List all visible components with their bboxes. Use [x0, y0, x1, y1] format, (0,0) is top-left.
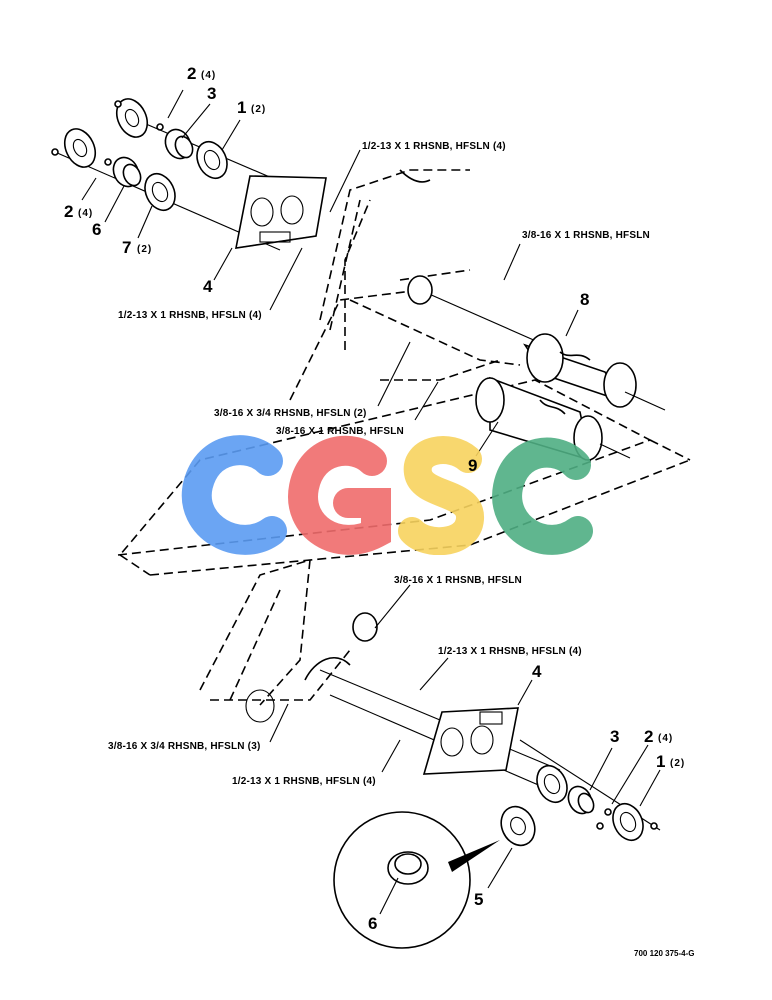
callout-7-left: 7 [122, 238, 132, 257]
callout-3-bottom: 3 [610, 727, 620, 746]
callout-3-top: 3 [207, 84, 217, 103]
callout-1-bottom-qty: (2) [670, 758, 686, 769]
hardware-label-lower-shaft-bolt: 3/8-16 X 1 RHSNB, HFSLN [394, 575, 522, 586]
hardware-label-lower-plate-bolts: 1/2-13 X 1 RHSNB, HFSLN (4) [438, 646, 582, 657]
callout-2-left: 2 [64, 202, 74, 221]
hardware-label-upper-right-bolts: 1/2-13 X 1 RHSNB, HFSLN (4) [362, 141, 506, 152]
callout-2-left-qty: (4) [78, 208, 94, 219]
roller-8 [407, 275, 666, 411]
upper-bearing-assembly [51, 98, 301, 251]
lower-side-frame [199, 558, 351, 723]
callout-6-left: 6 [92, 220, 102, 239]
figure-number: 700 120 375-4-G [634, 949, 695, 958]
callout-4-bottom: 4 [532, 662, 542, 681]
callout-4-top: 4 [203, 277, 213, 296]
upper-frame-outline [289, 169, 470, 401]
hardware-label-center-short-bolts: 3/8-16 X 3/4 RHSNB, HFSLN (2) [214, 408, 367, 419]
hardware-label-shaft-bolt: 3/8-16 X 1 RHSNB, HFSLN [522, 230, 650, 241]
callout-1-bottom: 1 [656, 752, 666, 771]
callout-2-top-qty: (4) [201, 70, 217, 81]
roller-9 [475, 376, 631, 462]
detail-view [333, 811, 500, 949]
lower-bearing-assembly [500, 739, 661, 847]
watermark-letter-s [398, 436, 484, 556]
hardware-label-center-bolt: 3/8-16 X 1 RHSNB, HFSLN [276, 426, 404, 437]
hardware-label-upper-left-bolts: 1/2-13 X 1 RHSNB, HFSLN (4) [118, 310, 262, 321]
callout-8: 8 [580, 290, 590, 309]
callout-1-top-qty: (2) [251, 104, 267, 115]
upper-mounting-plate [234, 175, 327, 249]
watermark-letter-g [288, 435, 391, 555]
callout-6-detail: 6 [368, 914, 378, 933]
callout-2-bottom-qty: (4) [658, 733, 674, 744]
callout-1-top: 1 [237, 98, 247, 117]
hardware-label-lower-frame-bolts: 3/8-16 X 3/4 RHSNB, HFSLN (3) [108, 741, 261, 752]
callout-9: 9 [468, 456, 478, 475]
callout-5: 5 [474, 890, 484, 909]
watermark [180, 435, 600, 556]
callout-2-bottom: 2 [644, 727, 654, 746]
callout-7-left-qty: (2) [137, 244, 153, 255]
hardware-label-lower-bolts: 1/2-13 X 1 RHSNB, HFSLN (4) [232, 776, 376, 787]
lower-mounting-plate [422, 707, 519, 775]
callout-2-top: 2 [187, 64, 197, 83]
leader-lines [81, 89, 661, 915]
watermark-letter-c1 [181, 435, 287, 555]
watermark-letter-c2 [492, 437, 593, 555]
